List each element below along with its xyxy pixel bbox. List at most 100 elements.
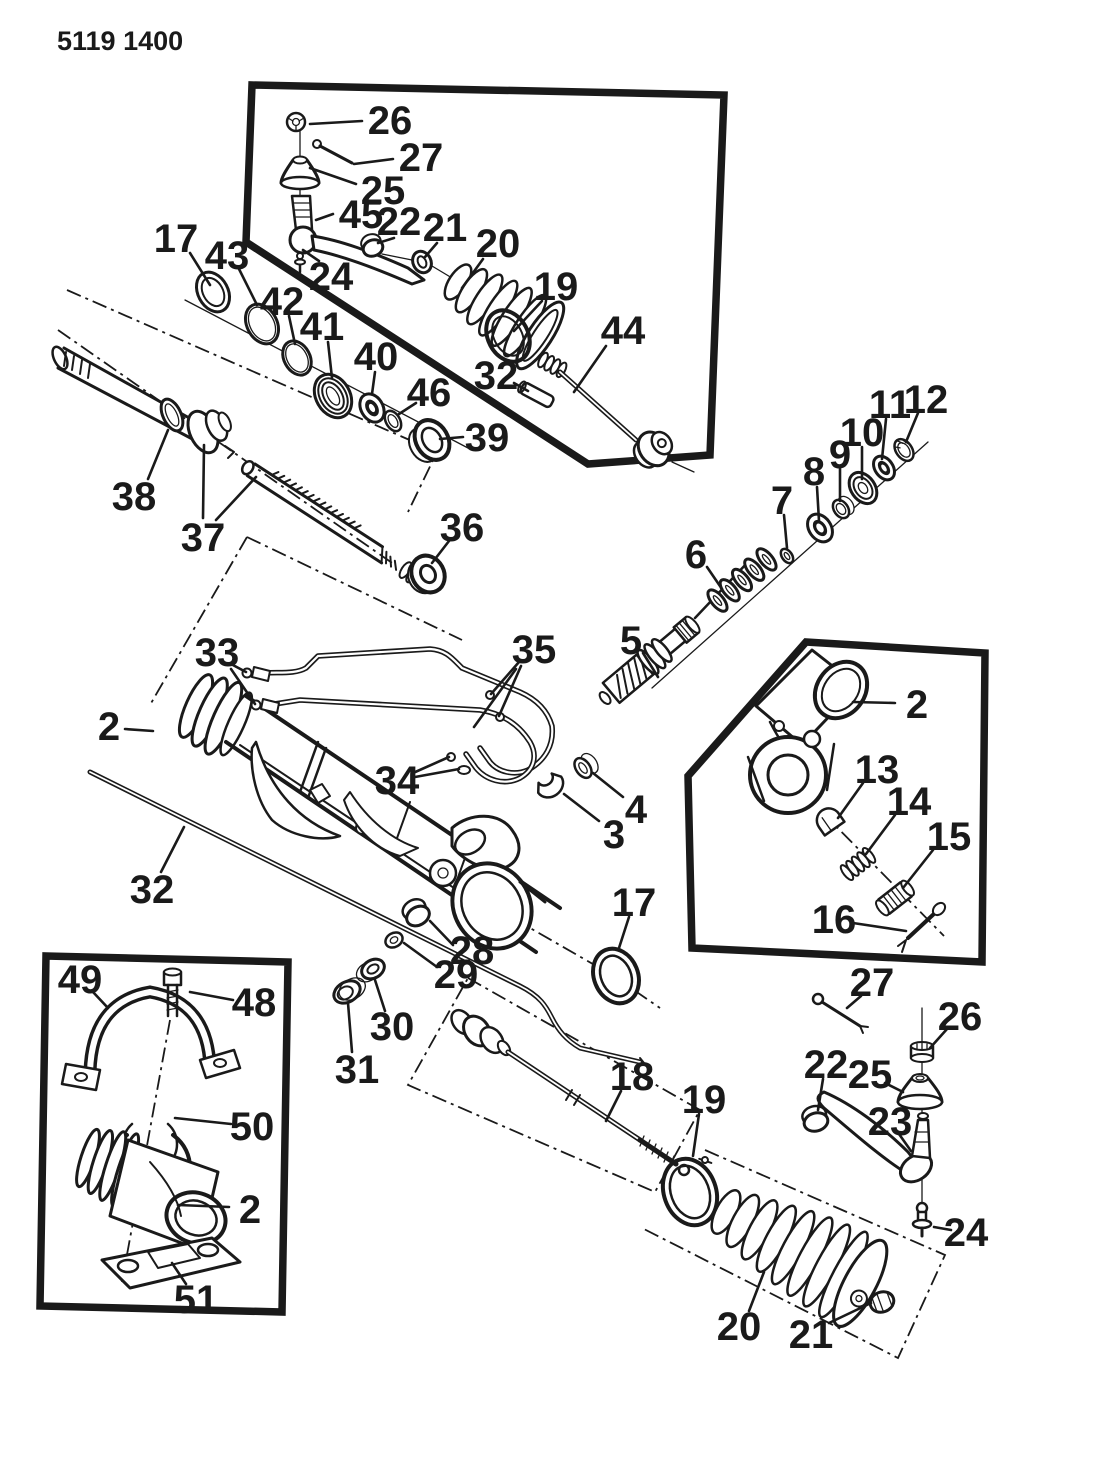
- leader-line-25: [883, 1081, 905, 1094]
- callout-37: 37: [181, 516, 226, 560]
- tie-rod-end-body: [288, 194, 426, 286]
- leader-line-37: [214, 475, 258, 522]
- callout-15: 15: [927, 815, 972, 859]
- figure-code: 5119 1400: [57, 26, 183, 56]
- callout-43: 43: [205, 234, 250, 278]
- washer-4: [573, 752, 599, 780]
- leader-line-8: [815, 485, 821, 523]
- leader-line-33: [229, 667, 257, 706]
- leader-line-36: [430, 539, 451, 565]
- leader-line-2: [851, 700, 897, 705]
- callout-6: 6: [685, 533, 707, 577]
- callout-20: 20: [476, 222, 521, 266]
- threaded-bushing-41: [312, 372, 354, 420]
- shaft-ring-38: [159, 397, 185, 433]
- leader-line-30: [373, 978, 387, 1013]
- callout-31: 31: [335, 1048, 380, 1092]
- lock-pin-16: [897, 901, 947, 953]
- callout-40: 40: [354, 335, 399, 379]
- bottom-tie-rod-assembly: [450, 992, 944, 1328]
- pinion-and-washers: [536, 437, 915, 799]
- callout-48: 48: [232, 981, 277, 1025]
- callout-14: 14: [887, 780, 932, 824]
- mounting-clamp-detail: [60, 967, 242, 1290]
- callout-30: 30: [370, 1005, 415, 1049]
- pinion-housing-detail: [746, 648, 947, 953]
- callout-18: 18: [610, 1055, 655, 1099]
- callout-8: 8: [803, 450, 825, 494]
- callout-28: 28: [450, 929, 495, 973]
- leader-line-29: [402, 941, 439, 969]
- boot-clamp-top: [484, 308, 532, 364]
- main-gear-housing: [87, 646, 649, 1069]
- housing-left-boot-rings: [177, 673, 254, 757]
- o-ring-43: [243, 302, 281, 346]
- callout-25: 25: [361, 169, 406, 213]
- callout-12: 12: [904, 378, 949, 422]
- leader-line-27: [352, 157, 395, 166]
- leader-line-12: [904, 411, 920, 444]
- leader-line-43: [237, 267, 259, 307]
- callout-45: 45: [339, 193, 384, 237]
- pipe-fittings-33: [241, 666, 280, 714]
- cap-31: [332, 977, 366, 1005]
- castle-nut-26-bottom: [909, 1041, 935, 1063]
- leader-line-49: [91, 990, 110, 1010]
- callout-33: 33: [195, 631, 240, 675]
- inner-tie-rod-18: [450, 1008, 691, 1177]
- dust-seal-25-bottom: [896, 1073, 944, 1111]
- leader-line-5: [641, 651, 660, 679]
- leader-line-34: [411, 755, 451, 775]
- clamp-bolt-48: [162, 967, 183, 1018]
- callout-38: 38: [112, 475, 157, 519]
- leader-line-39: [438, 435, 465, 441]
- callout-35: 35: [512, 628, 557, 672]
- callout-42: 42: [260, 280, 305, 324]
- castle-nut-icon: [285, 111, 307, 133]
- bearing-11: [872, 454, 896, 482]
- cotter-pin: [312, 139, 354, 165]
- breather-tube: [517, 380, 555, 409]
- leader-line-45: [314, 212, 335, 222]
- callout-20: 20: [717, 1305, 762, 1349]
- leader-line-37: [201, 443, 206, 520]
- leader-line-32: [512, 381, 530, 393]
- callout-26: 26: [368, 99, 413, 143]
- retainer-7: [779, 547, 795, 565]
- callout-49: 49: [58, 958, 103, 1002]
- leader-line-40: [370, 370, 377, 396]
- leader-line-31: [346, 1001, 354, 1054]
- leader-line-17: [617, 915, 631, 950]
- housing-mount-fin: [250, 740, 419, 857]
- hydraulic-pipe-upper: [249, 646, 556, 776]
- ring-9: [831, 495, 855, 520]
- steering-rack-shaft: [51, 345, 235, 459]
- cotter-pin-27-bottom: [811, 992, 869, 1034]
- callout-34: 34: [375, 759, 420, 803]
- small-hardware: [332, 897, 641, 1006]
- dust-seal-boot: [279, 155, 321, 191]
- leader-line-14: [864, 813, 897, 856]
- callout-2: 2: [239, 1188, 261, 1232]
- leader-line-16: [851, 921, 908, 933]
- detail-box-pinion-housing: [684, 638, 989, 966]
- pinion-shaft-5: [598, 615, 701, 705]
- callout-25: 25: [848, 1053, 893, 1097]
- leader-line-27: [845, 994, 863, 1010]
- callout-50: 50: [230, 1105, 275, 1149]
- callout-9: 9: [829, 433, 851, 477]
- washer-29: [384, 931, 404, 949]
- leader-line-32: [159, 825, 186, 874]
- callout-22: 22: [377, 200, 422, 244]
- pipe-fittings-34-35: [446, 690, 505, 775]
- housing-2-right: [746, 648, 870, 815]
- callout-2: 2: [98, 705, 120, 749]
- inner-tie-rod-top: [557, 369, 674, 469]
- callout-21: 21: [423, 206, 468, 250]
- leader-line-13: [836, 781, 865, 820]
- callout-29: 29: [434, 953, 479, 997]
- leader-line-24: [932, 1225, 953, 1232]
- clamp-washer-3: [536, 772, 565, 799]
- callout-4: 4: [625, 788, 648, 832]
